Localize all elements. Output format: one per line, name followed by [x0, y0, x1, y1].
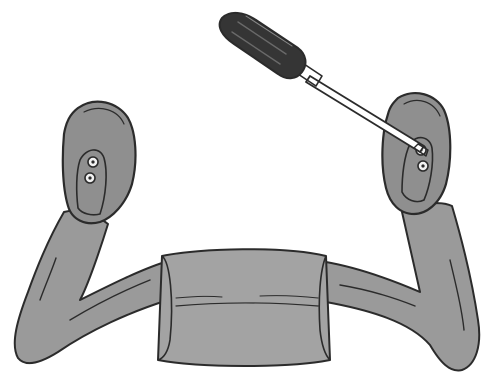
right-pad — [382, 93, 450, 214]
left-arm-sleeve — [15, 211, 168, 363]
right-arm-sleeve — [326, 203, 479, 370]
screw-head-icon — [88, 157, 98, 167]
screw-head-icon — [418, 161, 428, 171]
left-pad — [63, 102, 136, 224]
center-band — [158, 249, 330, 366]
phillips-screwdriver-icon — [220, 13, 428, 156]
screw-head-icon — [85, 173, 95, 183]
